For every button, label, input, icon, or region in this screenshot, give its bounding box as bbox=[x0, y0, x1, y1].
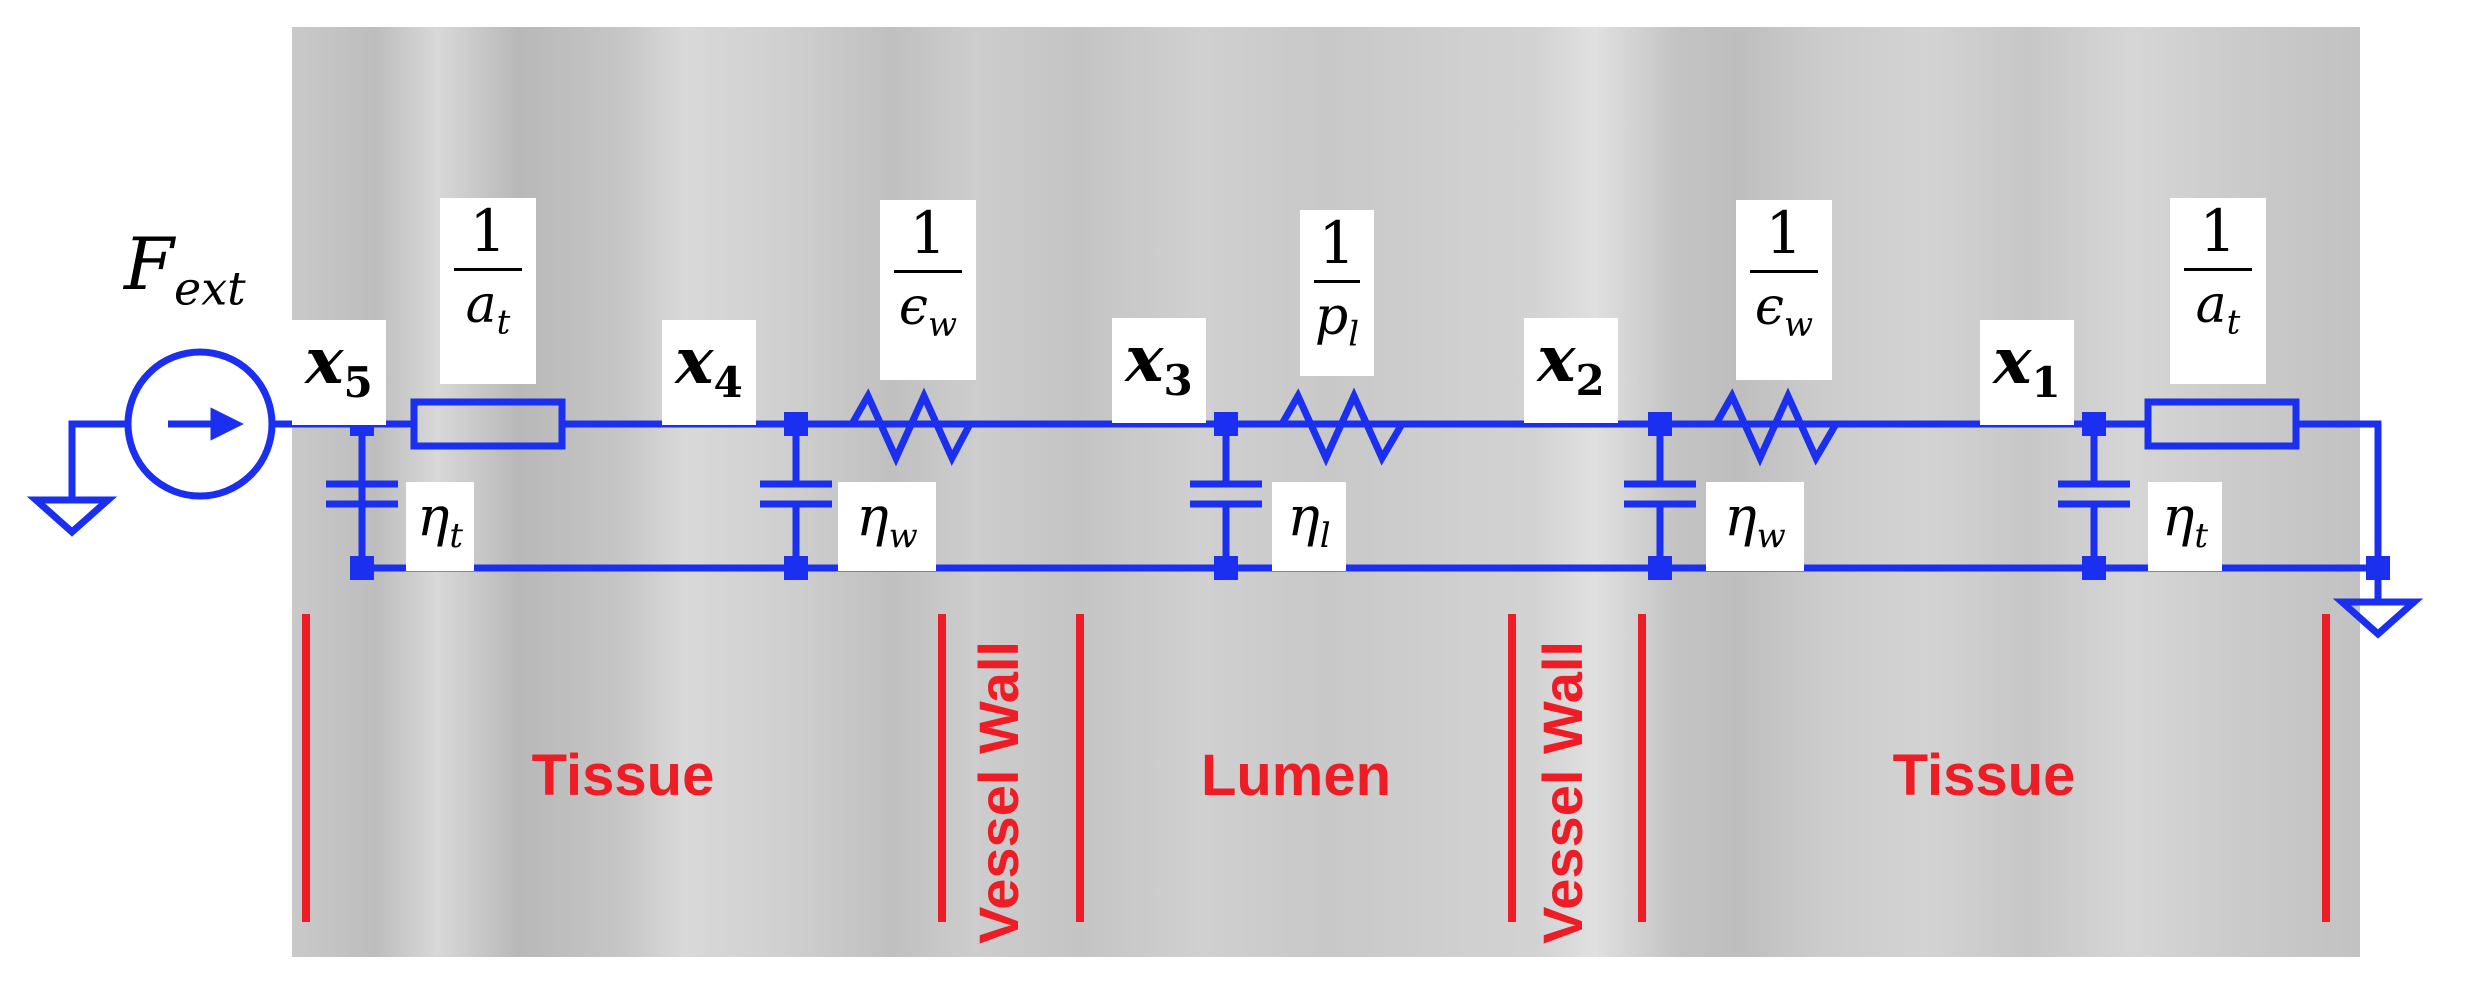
region-boundary bbox=[1508, 614, 1516, 922]
capacitor-icon bbox=[326, 424, 398, 568]
region-label-tissue-left: Tissue bbox=[531, 743, 715, 808]
node-label: x4 bbox=[662, 320, 756, 425]
node-label: x1 bbox=[1980, 320, 2074, 425]
shunt-element-label: ηw bbox=[838, 482, 936, 571]
capacitor-icon bbox=[2058, 424, 2130, 568]
shunt-element-label: ηt bbox=[406, 482, 474, 571]
region-label-vessel-wall-left: Vessel Wall bbox=[967, 641, 1030, 944]
region-boundary bbox=[302, 614, 310, 922]
region-label-vessel-wall-right: Vessel Wall bbox=[1531, 641, 1594, 944]
ground-left-icon bbox=[26, 420, 128, 537]
region-boundary bbox=[938, 614, 946, 922]
node-label: x3 bbox=[1112, 318, 1206, 423]
region-boundary bbox=[1638, 614, 1646, 922]
wire-bottom bbox=[358, 424, 2378, 572]
spring-icon bbox=[848, 387, 986, 467]
node-label: x5 bbox=[292, 320, 386, 425]
region-label-tissue-right: Tissue bbox=[1892, 743, 2076, 808]
node-label: x2 bbox=[1524, 318, 1618, 423]
region-label-lumen: Lumen bbox=[1200, 743, 1392, 808]
shunt-element-label: ηt bbox=[2148, 482, 2222, 571]
source-label: Fext bbox=[124, 222, 246, 316]
force-source-icon bbox=[124, 348, 276, 500]
damper-icon bbox=[2144, 398, 2300, 450]
capacitor-icon bbox=[1190, 424, 1262, 568]
capacitor-icon bbox=[1624, 424, 1696, 568]
region-boundary bbox=[1076, 614, 1084, 922]
spring-icon bbox=[1278, 387, 1420, 467]
shunt-element-label: ηl bbox=[1272, 482, 1346, 571]
shunt-element-label: ηw bbox=[1706, 482, 1804, 571]
spring-icon bbox=[1712, 387, 1854, 467]
capacitor-icon bbox=[760, 424, 832, 568]
region-boundary bbox=[2322, 614, 2330, 922]
damper-icon bbox=[410, 398, 566, 450]
